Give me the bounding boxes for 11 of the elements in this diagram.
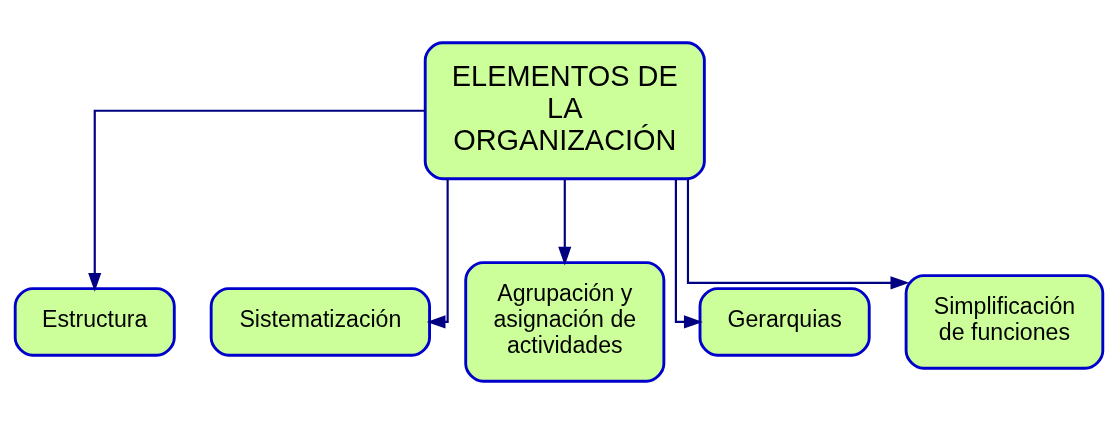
node-box: Estructura xyxy=(13,286,176,357)
arrow xyxy=(88,109,426,292)
arrow xyxy=(426,178,449,328)
arrow xyxy=(558,178,572,265)
node-box: ELEMENTOS DE LA ORGANIZACIÓN xyxy=(423,40,706,180)
node-box: Simplificación de funciones xyxy=(904,273,1105,370)
arrow xyxy=(674,178,703,328)
node-box: Sistematización xyxy=(209,286,431,357)
node-box: Gerarquias xyxy=(698,286,871,357)
arrow xyxy=(686,178,910,289)
node-box: Agrupación y asignación de actividades xyxy=(464,260,666,383)
